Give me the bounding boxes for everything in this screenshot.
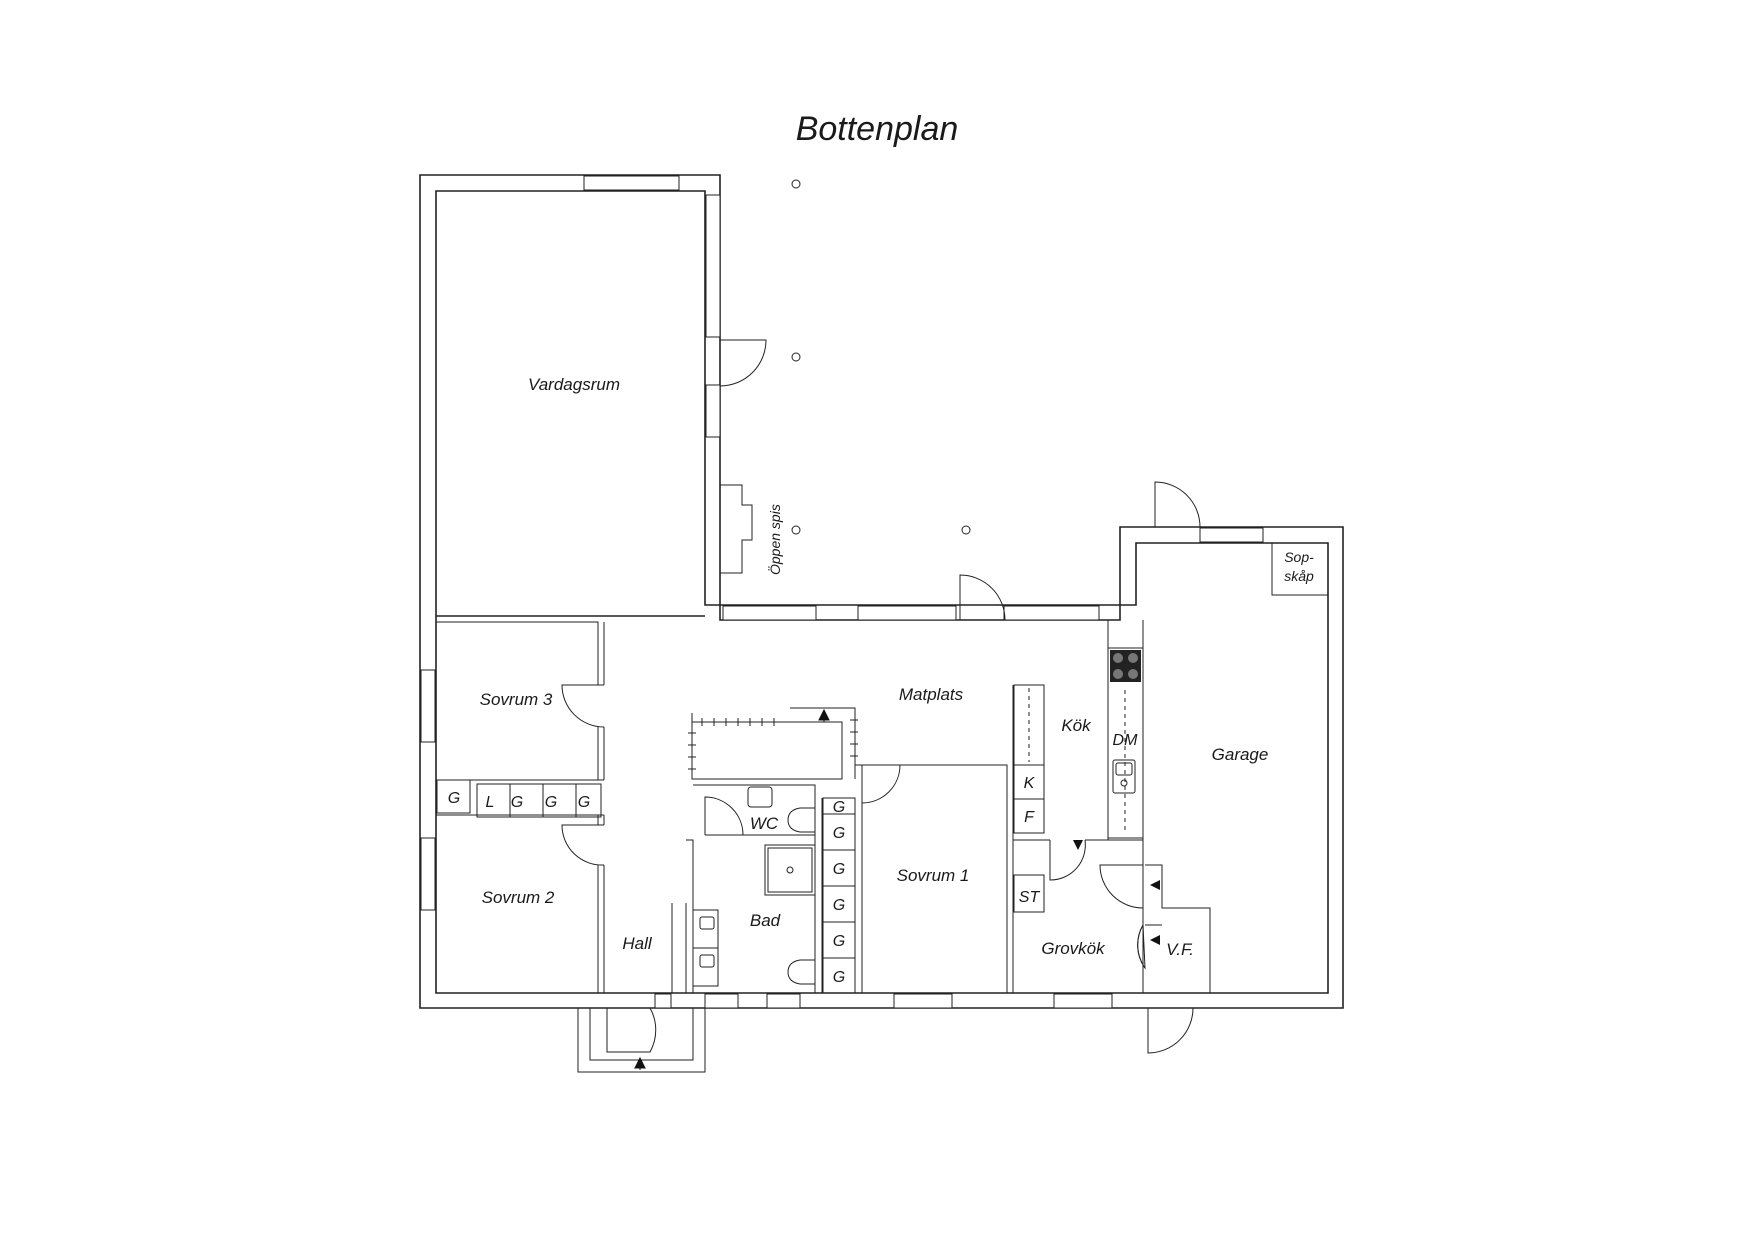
closet-g-1: G [511, 794, 523, 811]
closet-col-g-5: G [833, 933, 845, 950]
label-kok: Kök [1061, 716, 1092, 735]
closet-g-sovrum3: G [448, 790, 460, 807]
staircase [688, 707, 858, 780]
label-vardagsrum: Vardagsrum [528, 375, 620, 394]
toilet-wc-icon [787, 807, 815, 833]
freezer-f: F [1024, 809, 1035, 826]
entry-porch [577, 1008, 706, 1073]
closet-col-g-1: G [833, 799, 845, 816]
fireplace [720, 484, 753, 574]
doors [561, 339, 1201, 1054]
oppen-spis-label: Öppen spis [766, 504, 783, 575]
label-matplats: Matplats [899, 685, 964, 704]
sopskap-box [1271, 542, 1329, 596]
closet-column [822, 797, 856, 994]
label-wc: WC [750, 814, 779, 833]
kitchen-fixtures [1013, 684, 1045, 913]
fridge-k: K [1024, 775, 1036, 792]
label-sovrum2: Sovrum 2 [482, 888, 555, 907]
shower-icon [764, 844, 816, 896]
dishwasher-dm: DM [1113, 732, 1139, 749]
stair-arrow [818, 708, 830, 722]
closet-l: L [486, 794, 495, 811]
label-bad: Bad [750, 911, 781, 930]
terrace-posts [791, 179, 971, 535]
kitchen-counter [1107, 647, 1144, 839]
storage-row [436, 779, 602, 818]
label-sovrum1: Sovrum 1 [897, 866, 970, 885]
closet-col-g-2: G [833, 825, 845, 842]
sink-icon [1112, 759, 1136, 794]
closet-col-g-6: G [833, 969, 845, 986]
interior-walls [436, 620, 1211, 993]
toilet-bad-icon [787, 959, 815, 985]
label-sopskap-1: Sop- [1284, 549, 1314, 565]
plan-title: Bottenplan [796, 110, 959, 148]
label-hall: Hall [622, 934, 653, 953]
closet-col-g-4: G [833, 897, 845, 914]
outer-walls [419, 174, 1344, 1009]
closet-col-g-3: G [833, 861, 845, 878]
bath-fixtures [692, 786, 816, 987]
label-grovkok: Grovkök [1041, 939, 1106, 958]
windows [420, 175, 1264, 1009]
storage-st: ST [1019, 889, 1041, 906]
label-sopskap-2: skåp [1284, 568, 1314, 584]
label-sovrum3: Sovrum 3 [480, 690, 553, 709]
label-vf: V.F. [1166, 940, 1194, 959]
closet-g-3: G [578, 794, 590, 811]
label-garage: Garage [1212, 745, 1269, 764]
sink-bad2-icon [692, 947, 719, 987]
closet-g-2: G [545, 794, 557, 811]
sink-wc-icon [747, 786, 773, 808]
entry-arrows [1073, 840, 1160, 945]
